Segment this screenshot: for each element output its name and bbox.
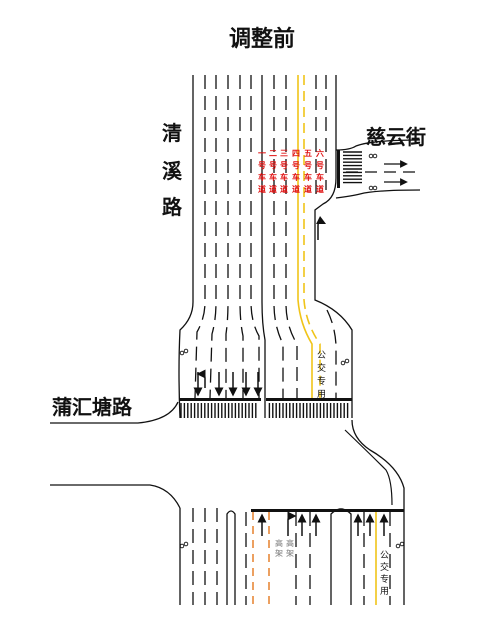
- map-title: 调整前: [229, 26, 295, 52]
- lane-mark-group: 一 号 车 道 二 号 车 道 三 号 车 道 四 号 车 道 五 号 车 道 …: [258, 148, 324, 194]
- east-crosswalk: [343, 151, 362, 184]
- lane-mark-5: 五: [304, 149, 312, 158]
- southeast-curve: [351, 419, 405, 505]
- east-south-edge: [335, 189, 421, 199]
- south-arrows: [257, 511, 389, 536]
- left-turn-arrow-icon: [196, 369, 206, 388]
- bus-lane-char: 交: [380, 561, 389, 573]
- svg-text:道: 道: [280, 184, 288, 194]
- svg-text:道: 道: [269, 184, 277, 194]
- bus-lane-char: 用: [380, 586, 389, 597]
- svg-text:号: 号: [280, 161, 288, 170]
- west-north-edge: [50, 401, 179, 424]
- west-south-edge: [50, 484, 181, 509]
- svg-text:号: 号: [304, 161, 312, 170]
- bicycle-icon: [179, 153, 405, 549]
- bus-lane-line: [303, 75, 321, 398]
- north-east-edge: [314, 75, 353, 418]
- south-stop-line: [251, 509, 404, 512]
- svg-text:路: 路: [162, 195, 183, 219]
- lane-line: [250, 75, 260, 398]
- svg-text:溪: 溪: [162, 159, 183, 183]
- svg-text:架: 架: [286, 549, 294, 558]
- svg-text:道: 道: [304, 184, 312, 194]
- svg-text:道: 道: [258, 184, 266, 194]
- road-label-north-south: 清 溪 路: [162, 121, 183, 219]
- svg-text:车: 车: [280, 172, 288, 182]
- uturn-arrow-icon: [315, 215, 327, 240]
- svg-text:高: 高: [286, 538, 294, 548]
- median-line: [261, 75, 266, 418]
- lane-line: [225, 75, 229, 398]
- straight-right-arrow-icon: [287, 511, 297, 536]
- lane-line: [326, 309, 337, 398]
- lane-line: [194, 75, 206, 399]
- road-label-east: 慈云街: [366, 125, 426, 149]
- southeast-curve-inner: [344, 429, 393, 506]
- svg-text:号: 号: [258, 161, 266, 170]
- east-north-edge: [335, 139, 421, 151]
- east-approach: [335, 139, 421, 199]
- bus-lane-char: 交: [317, 362, 326, 374]
- svg-text:号: 号: [292, 161, 300, 170]
- lane-mark-6: 六: [316, 148, 324, 158]
- bus-lane-char: 公: [317, 350, 326, 361]
- lane-mark-1: 一: [258, 149, 266, 158]
- north-west-edge: [178, 75, 194, 419]
- svg-text:车: 车: [269, 172, 277, 182]
- svg-text:车: 车: [316, 172, 324, 182]
- bus-lane-char: 专: [317, 375, 326, 387]
- svg-text:架: 架: [275, 549, 283, 558]
- svg-text:道: 道: [292, 184, 300, 194]
- west-approach: [50, 401, 181, 509]
- svg-text:号: 号: [269, 161, 277, 170]
- svg-text:号: 号: [316, 161, 324, 170]
- bus-lane-line: [297, 75, 313, 398]
- lane-line: [209, 75, 217, 399]
- svg-text:车: 车: [304, 172, 312, 182]
- lane-mark-3: 三: [280, 149, 288, 158]
- bus-lane-char: 用: [317, 389, 326, 400]
- lane-mark-2: 二: [269, 149, 277, 158]
- svg-text:道: 道: [316, 184, 324, 194]
- bus-lane-char: 公: [380, 550, 389, 561]
- lane-mark-4: 四: [292, 149, 300, 158]
- svg-text:车: 车: [258, 172, 266, 182]
- south-approach: [179, 505, 405, 605]
- lane-line: [285, 75, 298, 398]
- east-stop-line: [337, 150, 340, 188]
- svg-text:车: 车: [292, 172, 300, 182]
- bus-lane-char: 专: [380, 573, 389, 585]
- elevated-labels: 高 架 高 架: [275, 538, 294, 558]
- lane-line: [239, 75, 244, 398]
- north-crosswalk: [179, 398, 352, 418]
- svg-text:高: 高: [275, 538, 283, 548]
- lane-line: [273, 75, 284, 398]
- svg-text:清: 清: [162, 121, 182, 145]
- road-label-west: 蒲汇塘路: [52, 395, 133, 419]
- north-approach: [178, 75, 353, 419]
- north-arrows: [193, 215, 327, 397]
